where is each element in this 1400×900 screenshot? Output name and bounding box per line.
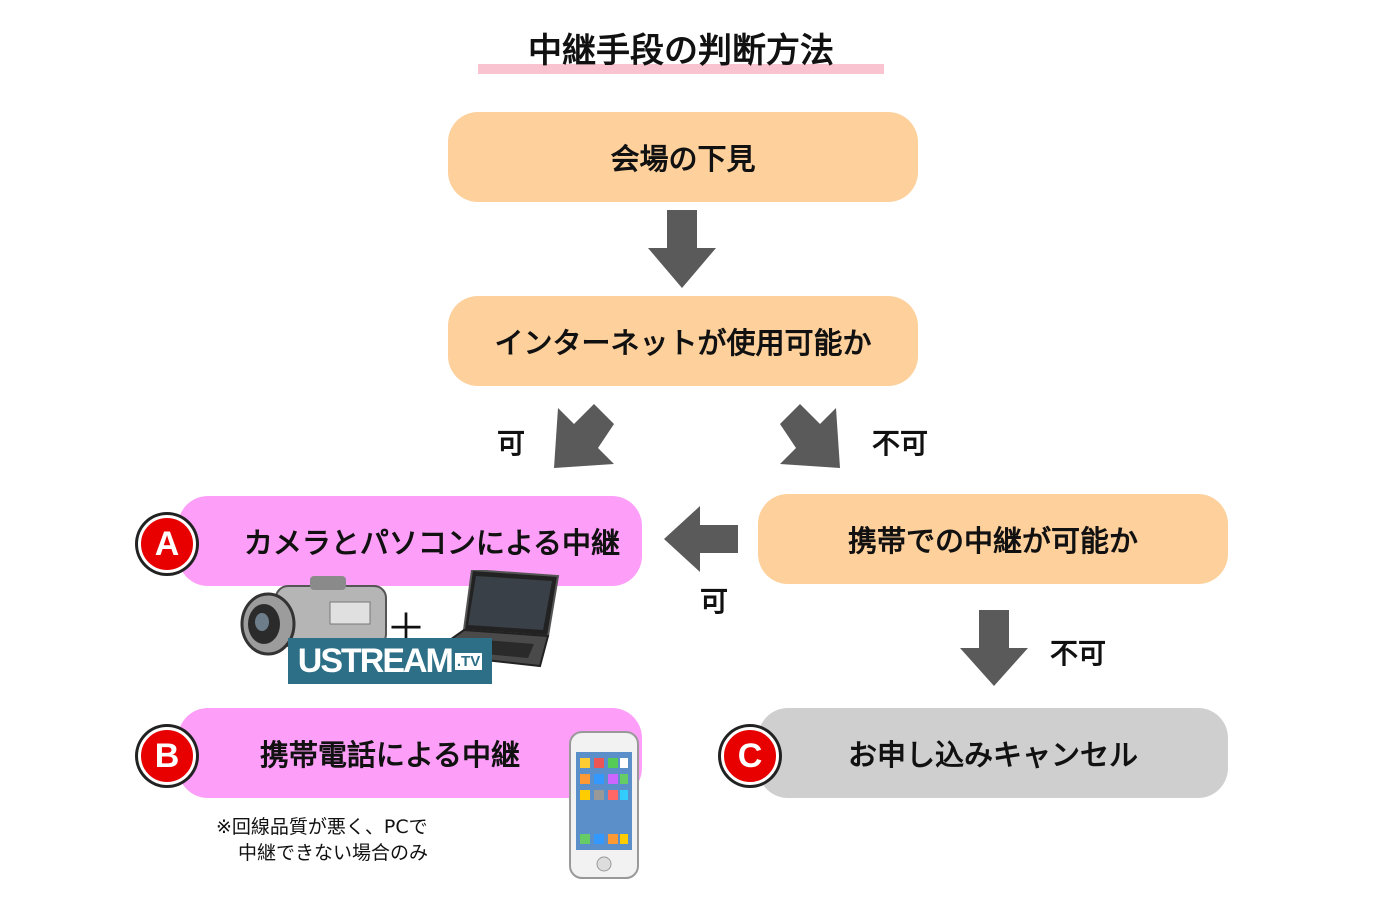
note-line-1: ※回線品質が悪く、PCで xyxy=(216,816,428,838)
arrow-down-mobile-no xyxy=(960,610,1028,686)
smartphone-image xyxy=(569,731,639,879)
node-mobile-check: 携帯での中継が可能か xyxy=(758,494,1228,584)
node-survey: 会場の下見 xyxy=(448,112,918,202)
arrow-diag-no xyxy=(780,404,840,468)
ustream-logo: USTREAM .TV xyxy=(288,638,492,684)
arrow-diag-yes xyxy=(554,404,614,468)
edge-label-internet-yes: 可 xyxy=(497,427,526,460)
note-line-2: 中継できない場合のみ xyxy=(238,842,429,864)
laptop-image xyxy=(430,570,560,668)
edge-label-mobile-yes: 可 xyxy=(700,585,729,618)
node-mobile-label: 携帯での中継が可能か xyxy=(847,524,1138,558)
ustream-logo-text: USTREAM xyxy=(297,641,454,680)
badge-c: C xyxy=(721,727,779,785)
node-option-b-label: 携帯電話による中継 xyxy=(259,738,521,772)
badge-a: A xyxy=(138,515,196,573)
camcorder-image xyxy=(240,576,387,656)
node-option-c-label: お申し込みキャンセル xyxy=(847,738,1138,772)
edge-label-mobile-no: 不可 xyxy=(1050,637,1107,670)
node-option-a-label: カメラとパソコンによる中継 xyxy=(243,526,621,560)
node-option-c: お申し込みキャンセル xyxy=(758,708,1228,798)
badge-b: B xyxy=(138,727,196,785)
arrow-down-survey xyxy=(648,210,716,288)
node-option-a: カメラとパソコンによる中継 xyxy=(178,496,642,586)
node-survey-label: 会場の下見 xyxy=(610,142,756,176)
note: ※回線品質が悪く、PCで 中継できない場合のみ xyxy=(216,814,428,866)
node-internet-label: インターネットが使用可能か xyxy=(494,326,872,360)
arrow-left-mobile-yes xyxy=(664,506,738,572)
node-option-b: 携帯電話による中継 xyxy=(178,708,642,798)
ustream-tv-text: .TV xyxy=(454,652,483,670)
node-internet-check: インターネットが使用可能か xyxy=(448,296,918,386)
edge-label-internet-no: 不可 xyxy=(872,427,929,460)
page-title: 中継手段の判断方法 xyxy=(528,31,834,71)
